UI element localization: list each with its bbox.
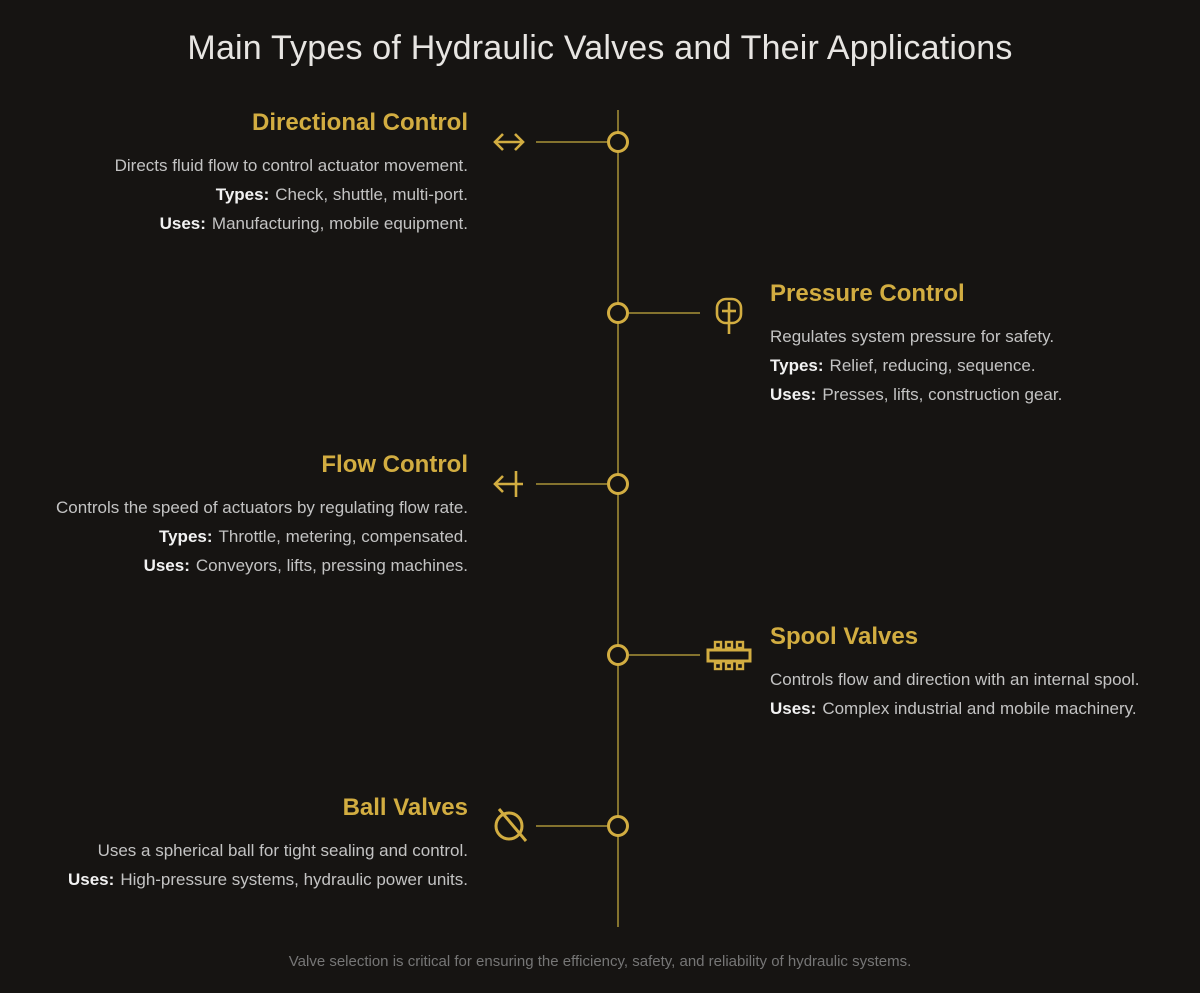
detail-text: Manufacturing, mobile equipment. [211, 214, 468, 233]
timeline-item-pressure-control: Pressure Control Regulates system pressu… [770, 279, 1190, 409]
detail-text: Check, shuttle, multi-port. [275, 185, 468, 204]
detail-label: Uses: [159, 214, 206, 233]
item-detail-line: Types: Check, shuttle, multi-port. [0, 180, 468, 209]
timeline-node-spool [607, 644, 629, 666]
detail-text: Conveyors, lifts, pressing machines. [195, 556, 468, 575]
item-heading: Ball Valves [342, 794, 468, 821]
detail-text: Complex industrial and mobile machinery. [822, 699, 1137, 718]
detail-text: Throttle, metering, compensated. [218, 527, 468, 546]
timeline-item-ball-valves: Ball Valves Uses a spherical ball for ti… [0, 793, 468, 894]
detail-text: Directs fluid flow to control actuator m… [114, 156, 468, 175]
pressure-gauge-icon [713, 296, 745, 340]
item-heading: Directional Control [251, 109, 468, 136]
page-title: Main Types of Hydraulic Valves and Their… [187, 29, 1013, 67]
detail-label: Types: [215, 185, 270, 204]
item-detail-line: Directs fluid flow to control actuator m… [0, 151, 468, 180]
connector-directional [536, 141, 607, 143]
spool-icon [703, 636, 755, 674]
left-arrow-with-bar-icon [489, 468, 529, 500]
timeline-item-spool-valves: Spool Valves Controls flow and direction… [770, 622, 1190, 723]
item-detail-line: Uses a spherical ball for tight sealing … [0, 836, 468, 865]
detail-text: Controls flow and direction with an inte… [770, 670, 1140, 689]
item-detail-line: Regulates system pressure for safety. [770, 322, 1190, 351]
double-headed-arrow-icon [489, 127, 529, 157]
item-detail-line: Controls the speed of actuators by regul… [0, 493, 468, 522]
item-heading: Flow Control [321, 451, 468, 478]
detail-text: Controls the speed of actuators by regul… [55, 498, 468, 517]
crossed-circle-icon [490, 802, 534, 846]
item-detail-line: Uses: Complex industrial and mobile machi… [770, 694, 1190, 723]
timeline-spine [617, 110, 619, 927]
detail-text: Relief, reducing, sequence. [829, 356, 1036, 375]
detail-text: Presses, lifts, construction gear. [822, 385, 1063, 404]
detail-text: Uses a spherical ball for tight sealing … [97, 841, 468, 860]
timeline-node-pressure [607, 302, 629, 324]
detail-text: Regulates system pressure for safety. [770, 327, 1055, 346]
detail-label: Types: [770, 356, 824, 375]
item-heading: Spool Valves [770, 623, 919, 650]
connector-pressure [629, 312, 700, 314]
connector-spool [629, 654, 700, 656]
item-detail-line: Types: Relief, reducing, sequence. [770, 351, 1190, 380]
item-detail-line: Uses: High-pressure systems, hydraulic po… [0, 865, 468, 894]
detail-label: Types: [158, 527, 213, 546]
detail-label: Uses: [143, 556, 190, 575]
item-detail-line: Uses: Conveyors, lifts, pressing machines… [0, 551, 468, 580]
connector-flow [536, 483, 607, 485]
connector-ball [536, 825, 607, 827]
detail-label: Uses: [770, 699, 817, 718]
detail-label: Uses: [770, 385, 817, 404]
item-heading: Pressure Control [770, 280, 965, 307]
timeline-node-flow [607, 473, 629, 495]
item-detail-line: Types: Throttle, metering, compensated. [0, 522, 468, 551]
item-detail-line: Uses: Presses, lifts, construction gear. [770, 380, 1190, 409]
timeline-item-directional-control: Directional Control Directs fluid flow t… [0, 108, 468, 238]
detail-text: High-pressure systems, hydraulic power u… [120, 870, 468, 889]
footer-note: Valve selection is critical for ensuring… [288, 953, 912, 970]
detail-label: Uses: [68, 870, 115, 889]
timeline-item-flow-control: Flow Control Controls the speed of actua… [0, 450, 468, 580]
timeline-node-ball [607, 815, 629, 837]
item-detail-line: Uses: Manufacturing, mobile equipment. [0, 209, 468, 238]
item-detail-line: Controls flow and direction with an inte… [770, 665, 1190, 694]
timeline-node-directional [607, 131, 629, 153]
